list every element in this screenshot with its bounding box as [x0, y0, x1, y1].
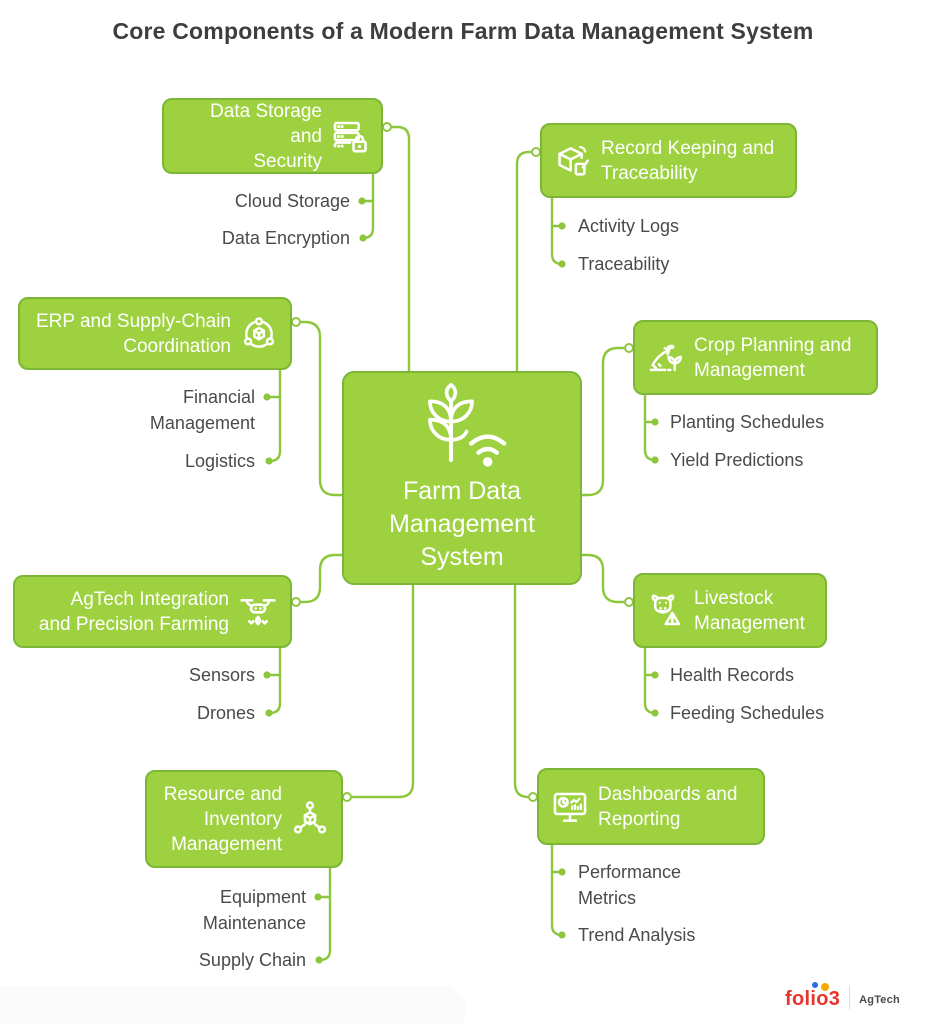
sub-item-planting-schedules: Planting Schedules [670, 412, 825, 432]
central-node-farm-data-management-system: Farm Data Management System [342, 371, 582, 585]
logo-divider [849, 984, 851, 1009]
molecule-cube-icon [293, 801, 327, 834]
branch-erp-supply-chain: ERP and Supply-Chain Coordination [18, 297, 292, 370]
sub-item-drones: Drones [196, 703, 255, 723]
logo-division-label: AgTech [859, 993, 900, 1006]
sub-item-trend-analysis: Trend Analysis [578, 925, 696, 945]
sub-item-cloud-storage: Cloud Storage [234, 191, 350, 211]
folio3-wordmark: folio3 [785, 980, 840, 1009]
branch-crop-planning-management: Crop Planning and Management [633, 320, 878, 395]
plant-wifi-icon [428, 382, 507, 467]
branch-dashboards-reporting: Dashboards and Reporting [537, 768, 765, 845]
branch-agtech-precision-farming: AgTech Integration and Precision Farming [13, 575, 292, 648]
sub-item-feeding-schedules: Feeding Schedules [670, 703, 825, 723]
corner-watermark-blob [0, 986, 466, 1024]
sub-item-supply-chain: Supply Chain [198, 950, 306, 970]
sub-item-sensors: Sensors [188, 665, 255, 685]
sub-item-equipment-maintenance: Equipment Maintenance [202, 887, 306, 933]
monitor-chart-icon [553, 792, 587, 822]
branch-record-keeping-traceability: Record Keeping and Traceability [540, 123, 797, 198]
branch-resource-inventory-management: Resource and Inventory Management [145, 770, 343, 868]
sub-item-activity-logs: Activity Logs [578, 216, 680, 236]
branch-title: Data Storage and Security [210, 100, 322, 172]
branch-title: Resource and Inventory Management [163, 783, 282, 855]
sub-item-yield-predictions: Yield Predictions [670, 450, 804, 470]
sub-item-performance-metrics: Performance Metrics [578, 862, 682, 908]
folio3-agtech-logo: folio3 AgTech [785, 980, 900, 1009]
sub-item-health-records: Health Records [670, 665, 795, 685]
central-node-label: Farm Data Management System [389, 476, 535, 571]
branch-title: AgTech Integration and Precision Farming [38, 588, 229, 635]
sub-item-traceability: Traceability [578, 254, 670, 274]
branch-livestock-management: Livestock Management [633, 573, 827, 648]
cow-alert-icon [651, 594, 681, 625]
branch-title: Record Keeping and Traceability [601, 137, 775, 184]
page-title: Core Components of a Modern Farm Data Ma… [112, 18, 814, 44]
logo-yellow-dot [821, 983, 829, 991]
branch-data-storage-security: Data Storage and Security [162, 98, 383, 174]
server-lock-icon [333, 121, 367, 153]
crop-growth-icon [649, 344, 682, 371]
branch-title: Dashboards and Reporting [598, 783, 738, 830]
branch-title: ERP and Supply-Chain Coordination [35, 310, 231, 357]
package-edit-icon [558, 145, 589, 176]
drone-icon [240, 598, 276, 625]
sub-item-financial-management: Financial Management [149, 387, 255, 433]
branch-title: Crop Planning and Management [694, 334, 852, 381]
supply-orbit-icon [243, 316, 275, 348]
logo-blue-dot [812, 982, 818, 988]
sub-item-data-encryption: Data Encryption [221, 228, 350, 248]
sub-item-logistics: Logistics [184, 451, 255, 471]
branch-title: Livestock Management [694, 587, 805, 634]
